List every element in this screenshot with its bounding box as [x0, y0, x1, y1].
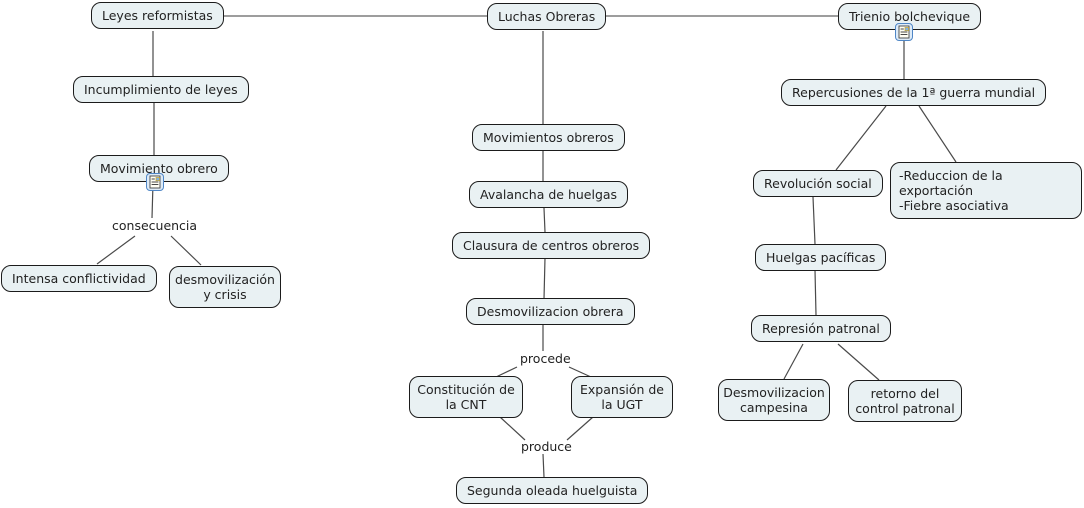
node-luchas-obreras[interactable]: Luchas Obreras	[487, 3, 607, 30]
node-desmovilizacion-y-crisis[interactable]: desmovilización y crisis	[169, 266, 281, 308]
node-expansion-de-la-ugt[interactable]: Expansión de la UGT	[571, 376, 673, 418]
node-constitucion-de-la-cnt[interactable]: Constitución de la CNT	[409, 376, 523, 418]
node-movimientos-obreros[interactable]: Movimientos obreros	[472, 124, 625, 151]
node-repercusiones-1-guerra-mundial[interactable]: Repercusiones de la 1ª guerra mundial	[781, 79, 1047, 106]
node-clausura-de-centros-obreros[interactable]: Clausura de centros obreros	[452, 232, 651, 259]
node-intensa-conflictividad[interactable]: Intensa conflictividad	[1, 265, 157, 292]
node-represion-patronal[interactable]: Represión patronal	[751, 315, 891, 342]
linking-phrase-produce[interactable]: produce	[521, 439, 572, 454]
node-segunda-oleada-huelguista[interactable]: Segunda oleada huelguista	[456, 477, 649, 504]
node-leyes-reformistas[interactable]: Leyes reformistas	[91, 2, 224, 29]
node-retorno-del-control-patronal[interactable]: retorno del control patronal	[848, 380, 962, 422]
node-huelgas-pacificas[interactable]: Huelgas pacíficas	[755, 244, 887, 271]
node-reduccion-exportacion-fiebre-asociativa[interactable]: -Reduccion de la exportación -Fiebre aso…	[890, 162, 1082, 219]
node-movimiento-obrero[interactable]: Movimiento obrero	[89, 155, 229, 182]
linking-phrase-consecuencia[interactable]: consecuencia	[112, 218, 198, 233]
node-incumplimiento-de-leyes[interactable]: Incumplimiento de leyes	[73, 76, 249, 103]
node-desmovilizacion-obrera[interactable]: Desmovilizacion obrera	[466, 298, 635, 325]
linking-phrase-procede[interactable]: procede	[520, 351, 571, 366]
resource-icon[interactable]	[895, 23, 913, 41]
node-avalancha-de-huelgas[interactable]: Avalancha de huelgas	[469, 181, 629, 208]
node-revolucion-social[interactable]: Revolución social	[753, 170, 883, 197]
resource-icon[interactable]	[146, 173, 164, 191]
node-desmovilizacion-campesina[interactable]: Desmovilizacion campesina	[718, 379, 830, 421]
node-trienio-bolchevique[interactable]: Trienio bolchevique	[838, 3, 982, 30]
